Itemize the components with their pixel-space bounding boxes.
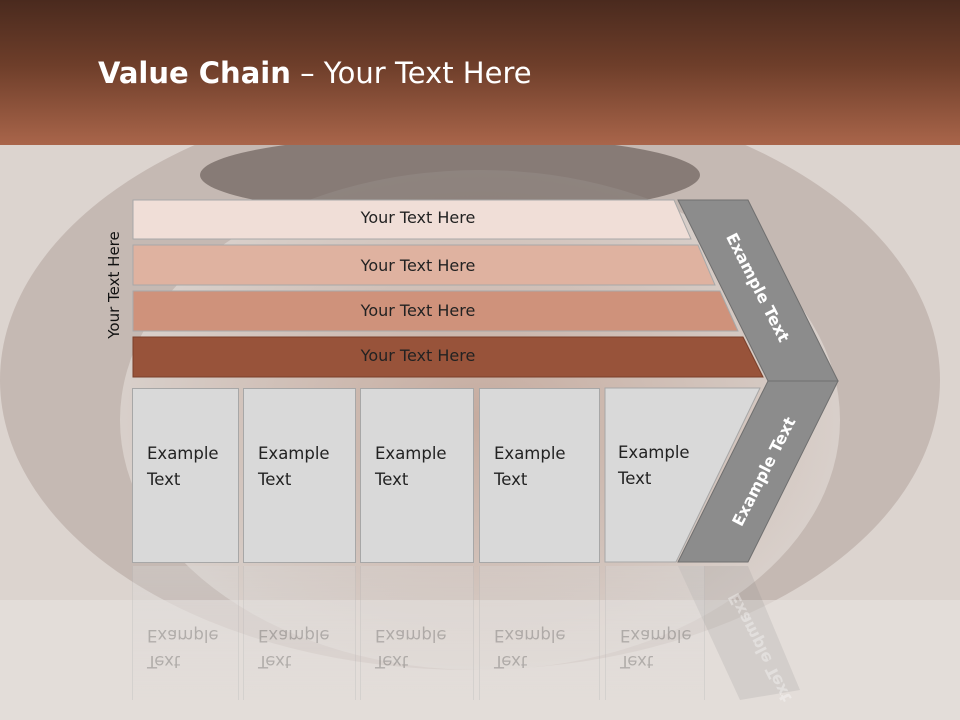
bar-1: Your Text Here (133, 208, 673, 232)
bar-4-label: Your Text Here (360, 346, 476, 365)
bar-2: Your Text Here (133, 256, 693, 280)
page-title: Value Chain – Your Text Here (98, 56, 532, 90)
bar-3: Your Text Here (133, 301, 713, 325)
bar-3-shape (132, 290, 739, 332)
bar-3-label: Your Text Here (360, 301, 476, 320)
bar-1-shape (132, 199, 692, 240)
box-5-shape (604, 387, 761, 563)
bar-4-shape (132, 336, 764, 378)
bar-1-label: Your Text Here (360, 208, 476, 227)
header-band (0, 0, 960, 145)
bar-2-label: Your Text Here (360, 256, 476, 275)
bar-2-shape (132, 244, 716, 286)
chevron-lower-shape (677, 380, 839, 563)
bar-4: Your Text Here (133, 346, 733, 370)
